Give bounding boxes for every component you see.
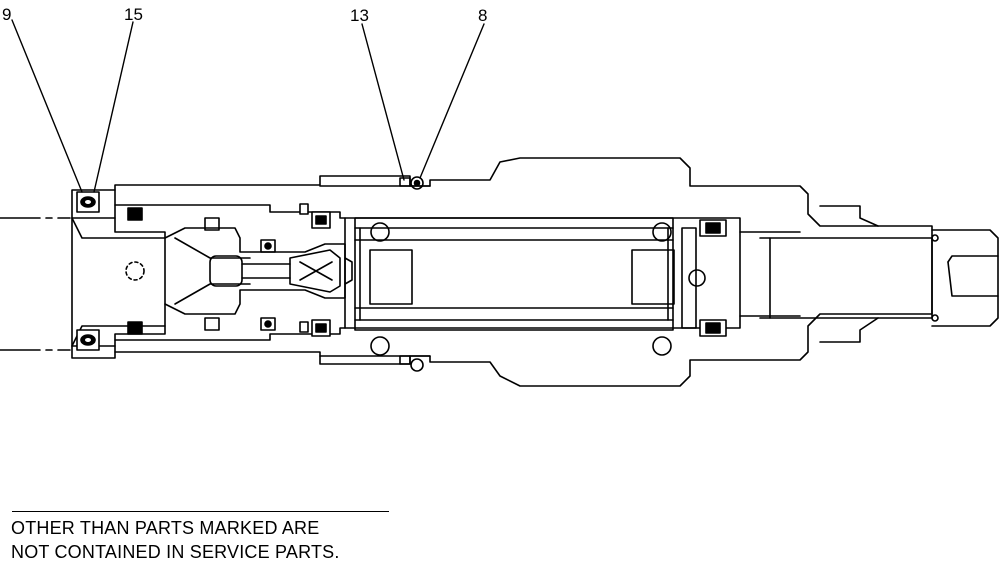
callout-8: 8 xyxy=(478,6,487,25)
service-parts-note-line-1: OTHER THAN PARTS MARKED ARE xyxy=(11,518,320,538)
center-hole xyxy=(125,261,145,281)
callout-leaders xyxy=(11,19,485,193)
left-stub-lines xyxy=(0,217,71,351)
poppet-assembly xyxy=(164,227,353,315)
seal-item-8-13 xyxy=(399,176,424,372)
adjuster-stem xyxy=(759,205,999,343)
callout-9: 9 xyxy=(2,5,11,24)
callout-15: 15 xyxy=(124,5,143,24)
piston-cage xyxy=(354,217,727,356)
note-divider xyxy=(12,511,389,512)
body-seals xyxy=(127,203,331,337)
callout-13: 13 xyxy=(350,6,369,25)
main-housing xyxy=(114,157,933,387)
service-parts-note-line-2: NOT CONTAINED IN SERVICE PARTS. xyxy=(11,542,340,562)
seal-item-9-15 xyxy=(76,191,100,351)
